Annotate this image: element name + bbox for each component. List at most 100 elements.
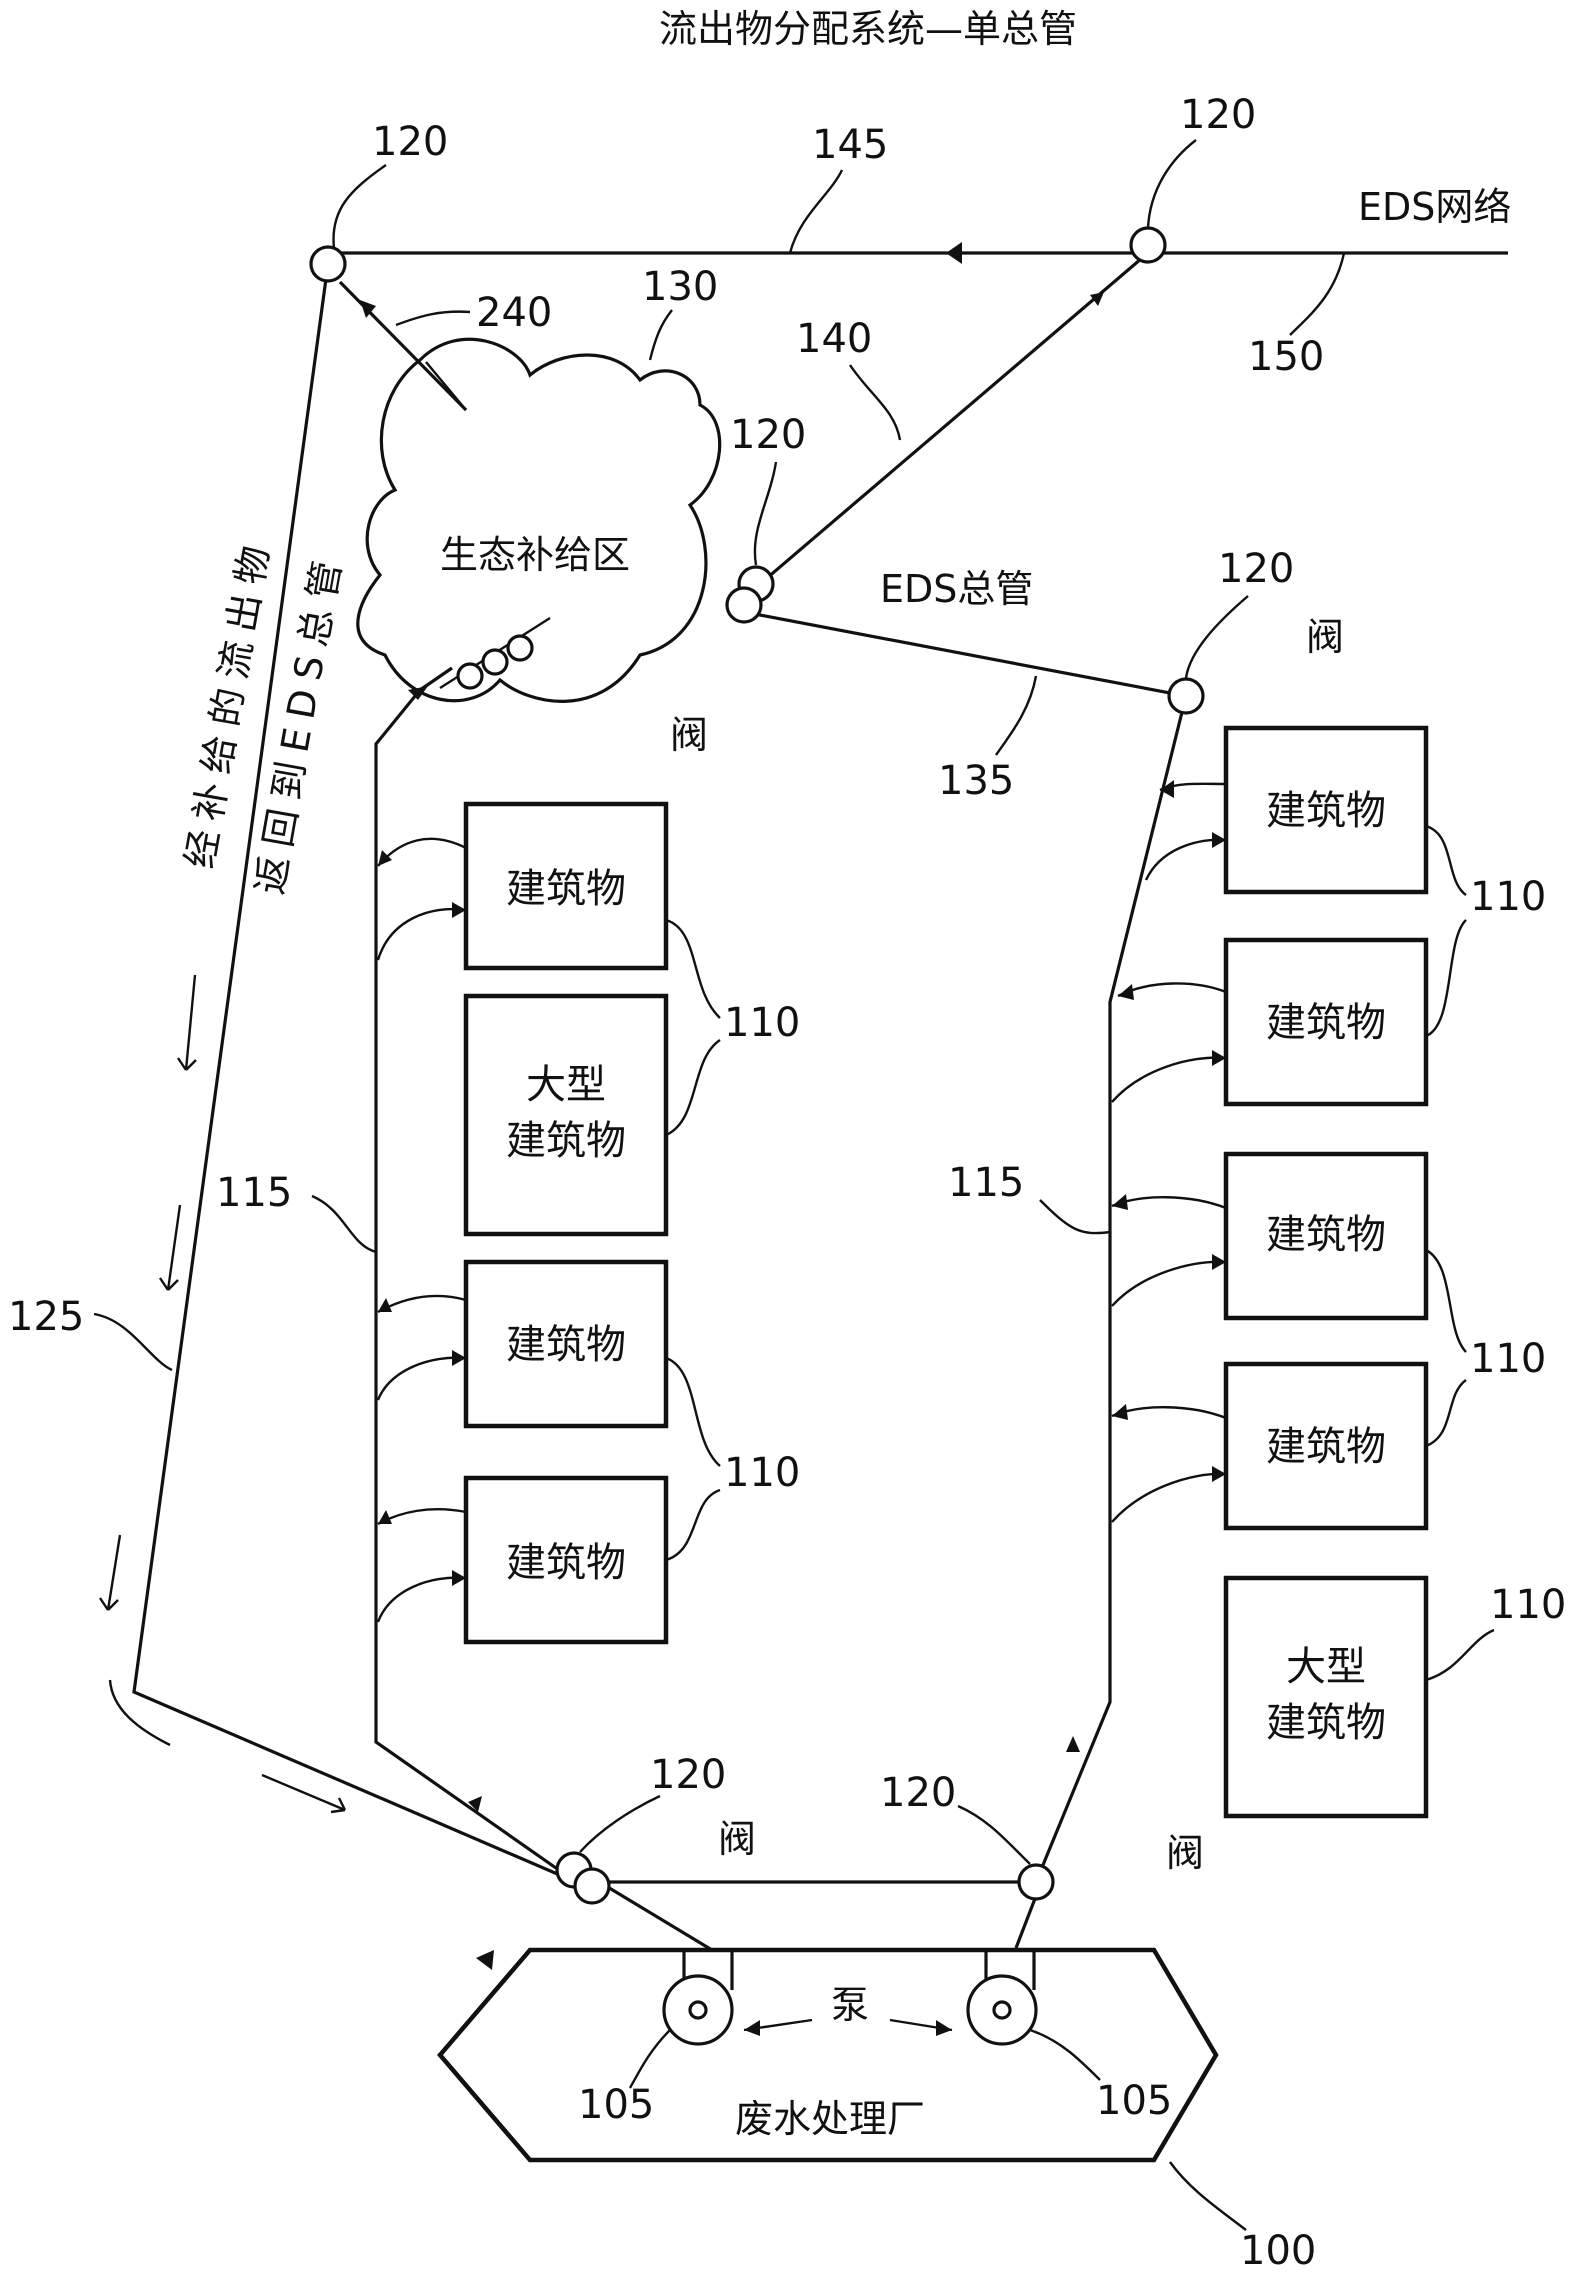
valve-label-bottom-left: 阀 (718, 1817, 756, 1861)
leader-105-left (628, 2029, 671, 2089)
leader-100 (1169, 2161, 1247, 2231)
valve-right (1167, 677, 1205, 715)
building-right-4 (1223, 1361, 1429, 1531)
valve-bottom-right (1017, 1863, 1055, 1901)
leader-115-left (311, 1194, 377, 1254)
wwtp-label: 废水处理厂 (735, 2097, 925, 2141)
leader-110-left-2 (665, 1039, 721, 1137)
ref-115-left: 115 (216, 1170, 292, 1216)
leader-135 (995, 675, 1038, 756)
building-right-4-label: 建筑物 (1266, 1424, 1386, 1470)
eco-zone-cloud (356, 337, 722, 703)
building-left-4-label: 建筑物 (506, 1540, 626, 1586)
eds-main-label: EDS总管 (880, 567, 1033, 611)
building-left-3-label: 建筑物 (506, 1322, 626, 1368)
ref-120-top-left: 120 (372, 119, 448, 165)
building-right-1 (1223, 725, 1429, 895)
mixer-icon (506, 634, 534, 662)
flow-arrow-left-up (468, 1796, 482, 1812)
pipe-115-left (374, 688, 577, 1884)
ref-145: 145 (812, 122, 888, 168)
eco-inlet (419, 666, 453, 692)
ref-110-right-3: 110 (1490, 1582, 1566, 1628)
pump-pointer-left-head (744, 2020, 760, 2036)
ref-105-left: 105 (578, 2082, 654, 2128)
leader-120-bottom-right (957, 1804, 1031, 1865)
pipe-pump-left (605, 1884, 713, 1952)
ref-125: 125 (8, 1294, 84, 1340)
building-right-5-label: 大型 (1286, 1644, 1366, 1690)
building-right-3-label: 建筑物 (1266, 1212, 1386, 1258)
building-right-1-label: 建筑物 (1266, 788, 1386, 834)
pump-label: 泵 (831, 1983, 869, 2027)
leader-120-right (1184, 595, 1249, 679)
leader-130 (648, 309, 673, 361)
ref-110-left-1: 110 (724, 1000, 800, 1046)
building-left-2-label-2: 建筑物 (506, 1118, 626, 1164)
valve-eco (725, 586, 763, 624)
ref-115-right: 115 (948, 1160, 1024, 1206)
leader-120-bottom-left (579, 1794, 661, 1853)
leader-110-right-4 (1425, 1379, 1467, 1448)
building-left-4 (463, 1475, 669, 1645)
leader-110-right-2 (1425, 919, 1467, 1038)
building-right-2-label: 建筑物 (1266, 1000, 1386, 1046)
pump-left-icon (662, 1950, 734, 2046)
pipe-140 (758, 251, 1150, 586)
ref-110-right-1: 110 (1470, 874, 1546, 920)
leader-145 (788, 169, 844, 254)
leader-120-top-left (332, 164, 387, 249)
leader-120-eco (753, 461, 778, 566)
building-left-2-large (463, 993, 669, 1237)
pipe-135-eds-main (743, 610, 1188, 1883)
ref-120-bottom-right: 120 (880, 1770, 956, 1816)
flow-arrow-eco-inlet (408, 686, 428, 700)
building-right-3 (1223, 1151, 1429, 1321)
valve-label-eco: 阀 (670, 713, 708, 757)
flow-arrow-145 (946, 242, 962, 264)
building-left-1-label: 建筑物 (506, 866, 626, 912)
eco-zone-label: 生态补给区 (440, 533, 630, 577)
leader-110-right-3 (1425, 1248, 1467, 1353)
valve-label-bottom-right: 阀 (1166, 1831, 1204, 1875)
ref-140: 140 (796, 316, 872, 362)
ref-105-right: 105 (1096, 2078, 1172, 2124)
flow-arrow-240 (360, 300, 376, 318)
mixer-icon (456, 662, 484, 690)
right-branch-connections (1111, 780, 1227, 1523)
pump-pointer-right-head (936, 2020, 952, 2036)
ref-130: 130 (642, 264, 718, 310)
ref-120-top-right: 120 (1180, 92, 1256, 138)
ref-120-right: 120 (1218, 546, 1294, 592)
diagram-title: 流出物分配系统—单总管 (659, 7, 1077, 51)
ref-110-right-2: 110 (1470, 1336, 1546, 1382)
eds-network-label: EDS网络 (1358, 185, 1511, 229)
building-right-5-large (1223, 1575, 1429, 1819)
flow-arrow-left-bottom (476, 1950, 494, 1970)
ref-110-left-2: 110 (724, 1450, 800, 1496)
ref-150: 150 (1248, 334, 1324, 380)
building-right-5-label-2: 建筑物 (1266, 1700, 1386, 1746)
pump-right-icon (966, 1950, 1038, 2046)
leader-110-right-5 (1425, 1628, 1495, 1682)
left-branch-connections (376, 837, 467, 1623)
leader-110-left-4 (665, 1488, 721, 1562)
leader-105-right (1029, 2028, 1101, 2081)
return-flow-arrows (99, 974, 347, 1814)
flow-arrow-140 (1090, 292, 1104, 306)
leader-110-left-1 (665, 918, 721, 1019)
valve-bottom-left (573, 1867, 611, 1905)
leader-125 (93, 1312, 173, 1372)
building-right-2 (1223, 937, 1429, 1107)
ref-100: 100 (1240, 2228, 1316, 2272)
node-120-top-right (1129, 226, 1167, 264)
pipe-125-return (132, 263, 577, 1884)
leader-140 (849, 364, 902, 441)
leader-120-top-right (1146, 139, 1197, 229)
pipe-240 (338, 280, 468, 412)
building-left-3 (463, 1259, 669, 1429)
flow-arrow-135 (1066, 1736, 1080, 1752)
building-left-1 (463, 801, 669, 971)
